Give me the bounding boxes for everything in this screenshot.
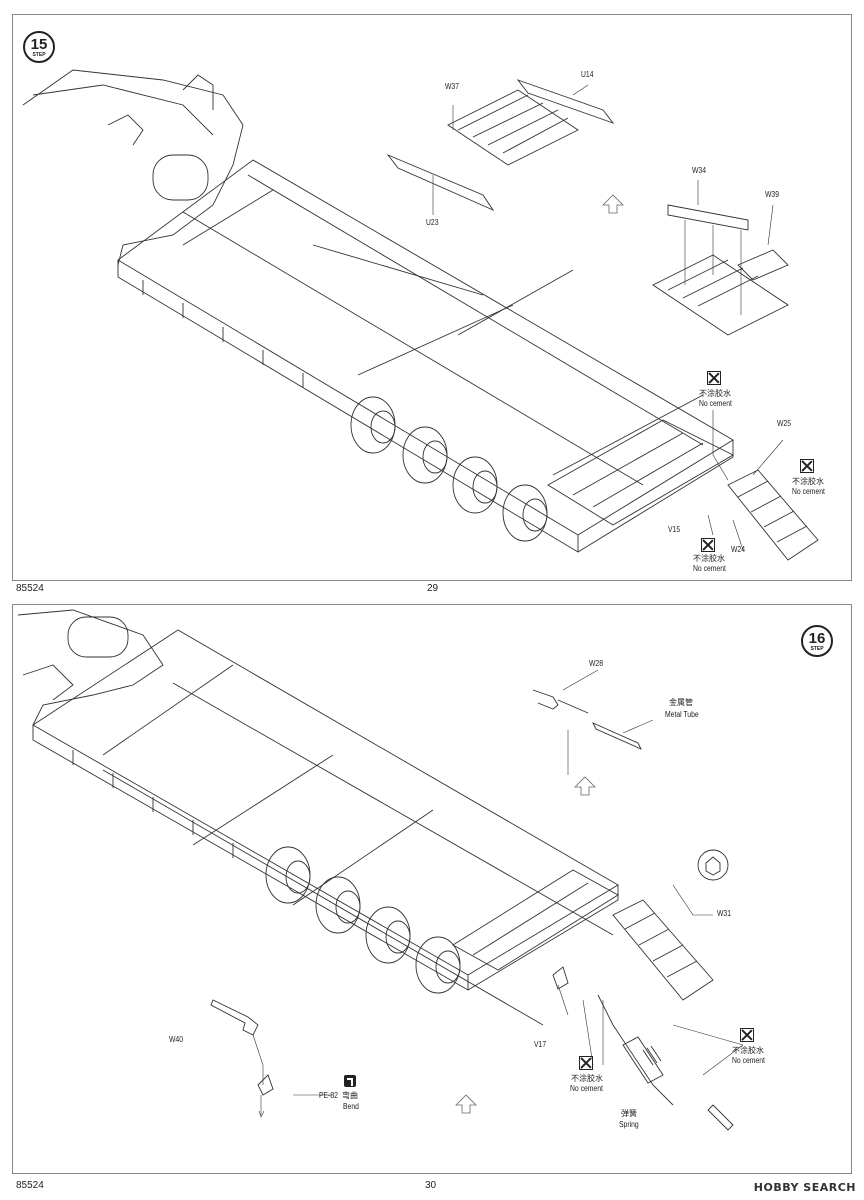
part-label-w37: W37 [445,82,459,91]
instruction-page-29: 15 STEP W37 U14 U23 W34 W39 W25 V15 W24 … [12,14,852,581]
bend-en: Bend [343,1102,359,1111]
no-cement-icon [740,1028,754,1042]
no-cement-en: No cement [693,564,726,573]
no-cement-cn: 不涂胶水 [732,1046,764,1055]
step-word: STEP [810,646,824,652]
part-label-w25: W25 [777,419,791,428]
nut-callout-icon [697,849,729,881]
no-cement-cn: 不涂胶水 [792,477,824,486]
no-cement-cn: 不涂胶水 [693,554,725,563]
bend-cn: 弯曲 [342,1091,358,1100]
step-number: 16 [808,630,826,647]
page-number: 29 [427,583,439,594]
metal-tube-cn: 金属管 [669,698,693,707]
no-cement-icon [701,538,715,552]
part-label-u14: U14 [581,70,594,79]
part-label-w34: W34 [692,166,706,175]
part-label-v17: V17 [534,1040,547,1049]
step-15-drawing [22,69,819,561]
arrow-icon [602,194,624,214]
no-cement-en: No cement [792,487,825,496]
part-label-w40: W40 [169,1035,183,1044]
no-cement-en: No cement [570,1084,603,1093]
instruction-page-30: 16 STEP W28 金属管 Metal Tube W31 W40 V17 P… [12,604,852,1174]
part-label-pe82: PE-82 [319,1091,338,1100]
part-label-w24: W24 [731,545,745,554]
arrow-icon [574,776,596,796]
catalog-number: 85524 [16,583,44,594]
bend-icon [344,1075,356,1087]
no-cement-cn: 不涂胶水 [571,1074,603,1083]
no-cement-en: No cement [699,399,732,408]
part-label-u23: U23 [426,218,439,227]
no-cement-cn: 不涂胶水 [699,389,731,398]
catalog-number: 85524 [16,1180,44,1191]
no-cement-icon [800,459,814,473]
spring-cn: 弹簧 [621,1109,637,1118]
step-badge-icon: 15 STEP [23,31,55,63]
part-label-v15: V15 [668,525,681,534]
part-label-w31: W31 [717,909,731,918]
spring-en: Spring [619,1120,639,1129]
no-cement-en: No cement [732,1056,765,1065]
step-badge-icon: 16 STEP [801,625,833,657]
part-label-w28: W28 [589,659,603,668]
watermark: HOBBY SEARCH [753,1181,856,1194]
step-16-drawing [17,609,744,1131]
step-word: STEP [32,52,46,58]
page-number: 30 [425,1180,437,1191]
part-label-w39: W39 [765,190,779,199]
step-number: 15 [30,36,48,53]
arrow-icon [455,1094,477,1114]
metal-tube-en: Metal Tube [665,710,699,719]
no-cement-icon [579,1056,593,1070]
no-cement-icon [707,371,721,385]
